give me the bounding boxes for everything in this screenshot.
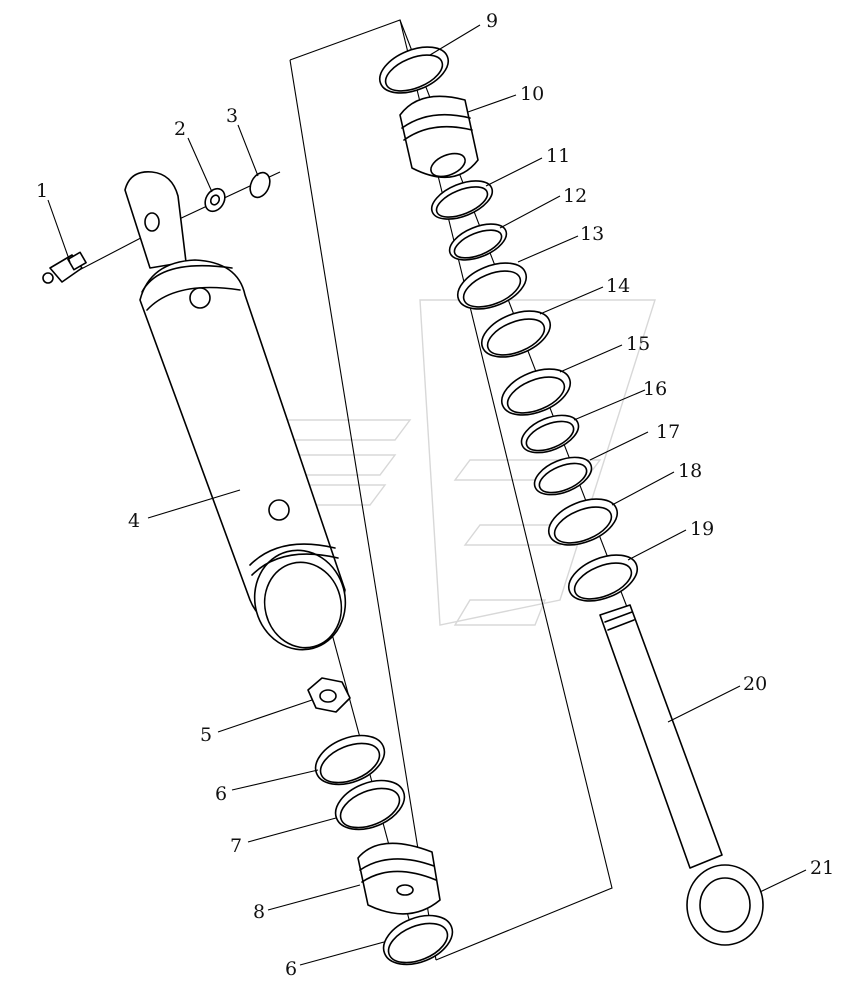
seal-ring-6-lower — [382, 914, 454, 966]
seal-ring-15 — [500, 368, 572, 416]
callout-18: 18 — [678, 460, 702, 482]
seal-ring-17 — [533, 456, 593, 496]
seal-ring-7 — [334, 779, 406, 831]
dust-wiper — [378, 46, 450, 94]
callout-17: 17 — [656, 421, 680, 443]
seal-ring-16 — [520, 414, 580, 454]
rod-eye — [686, 864, 764, 946]
guide-sleeve — [399, 95, 479, 179]
lock-nut — [307, 677, 351, 713]
seal-ring-19 — [567, 554, 639, 602]
callout-12: 12 — [563, 185, 587, 207]
callout-6-upper: 6 — [215, 783, 227, 805]
callout-21: 21 — [810, 857, 834, 879]
snap-ring — [249, 171, 271, 199]
callout-20: 20 — [743, 673, 767, 695]
seal-kit-bracket — [289, 19, 613, 961]
callout-15: 15 — [626, 333, 650, 355]
callout-2: 2 — [174, 118, 186, 140]
seal-ring-18 — [547, 498, 619, 546]
leader-lines — [47, 24, 807, 966]
callout-1: 1 — [36, 180, 48, 202]
callout-9: 9 — [486, 10, 498, 32]
callout-16: 16 — [643, 378, 667, 400]
callout-19: 19 — [690, 518, 714, 540]
grease-nipple — [42, 251, 87, 284]
seal-ring-6-upper — [314, 734, 386, 786]
seal-ring-11 — [430, 180, 494, 220]
callout-10: 10 — [520, 83, 544, 105]
callout-7: 7 — [230, 835, 242, 857]
seal-ring-13 — [456, 262, 528, 310]
piston-rod — [599, 604, 723, 869]
callout-6-lower: 6 — [285, 958, 297, 980]
callout-11: 11 — [546, 145, 570, 167]
callout-13: 13 — [580, 223, 604, 245]
callout-labels: 1 2 3 4 5 6 7 8 6 9 10 11 12 13 14 15 16… — [36, 10, 834, 980]
callout-5: 5 — [200, 724, 212, 746]
callout-14: 14 — [606, 275, 630, 297]
piston — [357, 842, 441, 915]
seal-ring-12 — [448, 223, 508, 261]
washer — [204, 187, 226, 213]
seal-ring-14 — [480, 310, 552, 358]
cylinder-barrel — [124, 171, 347, 651]
callout-3: 3 — [226, 105, 238, 127]
callout-8: 8 — [253, 901, 265, 923]
callout-4: 4 — [128, 510, 140, 532]
